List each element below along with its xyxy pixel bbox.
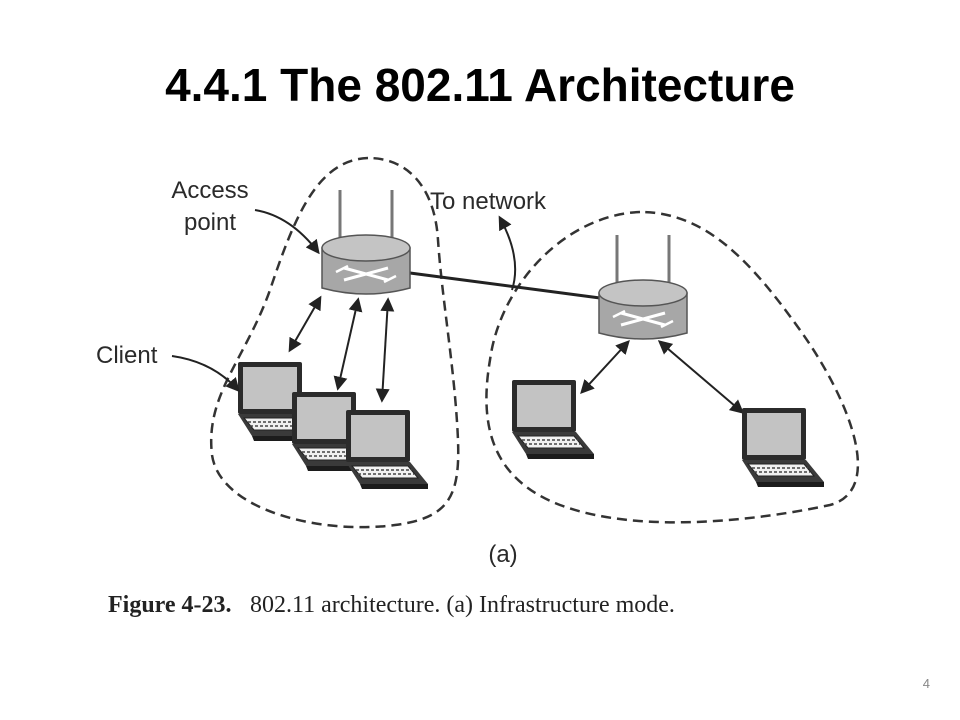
wireless-link [580, 339, 630, 395]
client-laptop [511, 379, 595, 460]
subfigure-label: (a) [488, 541, 517, 568]
figure-number: Figure 4-23. [108, 592, 232, 618]
client-laptop [741, 407, 825, 488]
client-laptop [345, 409, 429, 490]
figure-caption-text: 802.11 architecture. (a) Infrastructure … [250, 592, 675, 618]
slide-title: 4.4.1 The 802.11 Architecture [165, 59, 795, 111]
to-network-label: To network [430, 188, 547, 215]
left-cell-boundary [209, 156, 460, 529]
wireless-link [333, 297, 363, 391]
access-point-right [597, 233, 689, 341]
access-point-left [320, 188, 412, 296]
client-callout-arrow [171, 355, 240, 393]
access-point-callout-arrow [254, 209, 320, 255]
wireless-link [288, 295, 322, 353]
distribution-link [409, 271, 601, 300]
wireless-link [657, 340, 745, 414]
access-point-label-line2: point [184, 209, 236, 236]
figure-caption: Figure 4-23. 802.11 architecture. (a) In… [108, 592, 675, 618]
right-cell-boundary [485, 210, 860, 524]
page-number: 4 [922, 676, 930, 691]
access-point-label-line1: Access [171, 177, 248, 204]
wireless-link [375, 297, 395, 403]
to-network-arrow [498, 215, 517, 291]
client-label: Client [96, 342, 158, 369]
